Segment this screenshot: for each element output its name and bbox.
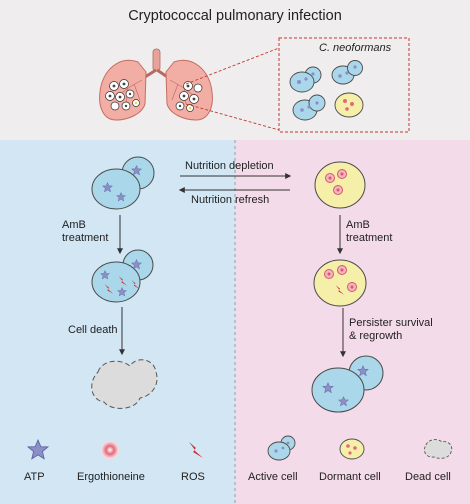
active-cell-regrown xyxy=(311,355,384,413)
right-amb-label: AmB treatment xyxy=(346,219,393,244)
top-panel xyxy=(0,0,470,140)
dormant-cell-initial xyxy=(314,161,366,209)
legend-ros-label: ROS xyxy=(181,471,205,483)
ergothioneine-icon xyxy=(324,265,357,292)
inset-box xyxy=(278,37,410,133)
legend-dead-cell-icon xyxy=(423,439,453,459)
nutrition-depletion-label: Nutrition depletion xyxy=(185,160,274,172)
diagram-title: Cryptococcal pulmonary infection xyxy=(128,8,342,24)
legend-active-cell-label: Active cell xyxy=(248,471,298,483)
legend-dormant-cell-icon xyxy=(339,438,365,460)
left-amb-label: AmB treatment xyxy=(62,219,109,244)
zoom-line-bottom xyxy=(185,103,280,131)
dead-cell xyxy=(91,359,158,409)
ergothioneine-icon xyxy=(325,169,347,195)
legend-active-cell-icon xyxy=(267,435,296,461)
inset-active-cell-3 xyxy=(292,94,326,121)
inset-label: C. neoformans xyxy=(319,42,392,54)
cell-death-label: Cell death xyxy=(68,324,118,336)
inset-dormant-cell xyxy=(334,92,364,118)
legend-ergothioneine-label: Ergothioneine xyxy=(77,471,145,483)
persister-label: Persister survival & regrowth xyxy=(349,317,433,342)
inset-active-cell-1 xyxy=(289,66,322,93)
lungs-icon xyxy=(99,48,213,121)
legend-ergothioneine-icon xyxy=(101,441,119,459)
legend-atp-label: ATP xyxy=(24,471,45,483)
inset-active-cell-2 xyxy=(331,60,363,85)
legend-dormant-cell-label: Dormant cell xyxy=(319,471,381,483)
legend-dead-cell-label: Dead cell xyxy=(405,471,451,483)
zoom-line-top xyxy=(185,47,280,85)
nutrition-refresh-label: Nutrition refresh xyxy=(191,194,270,206)
